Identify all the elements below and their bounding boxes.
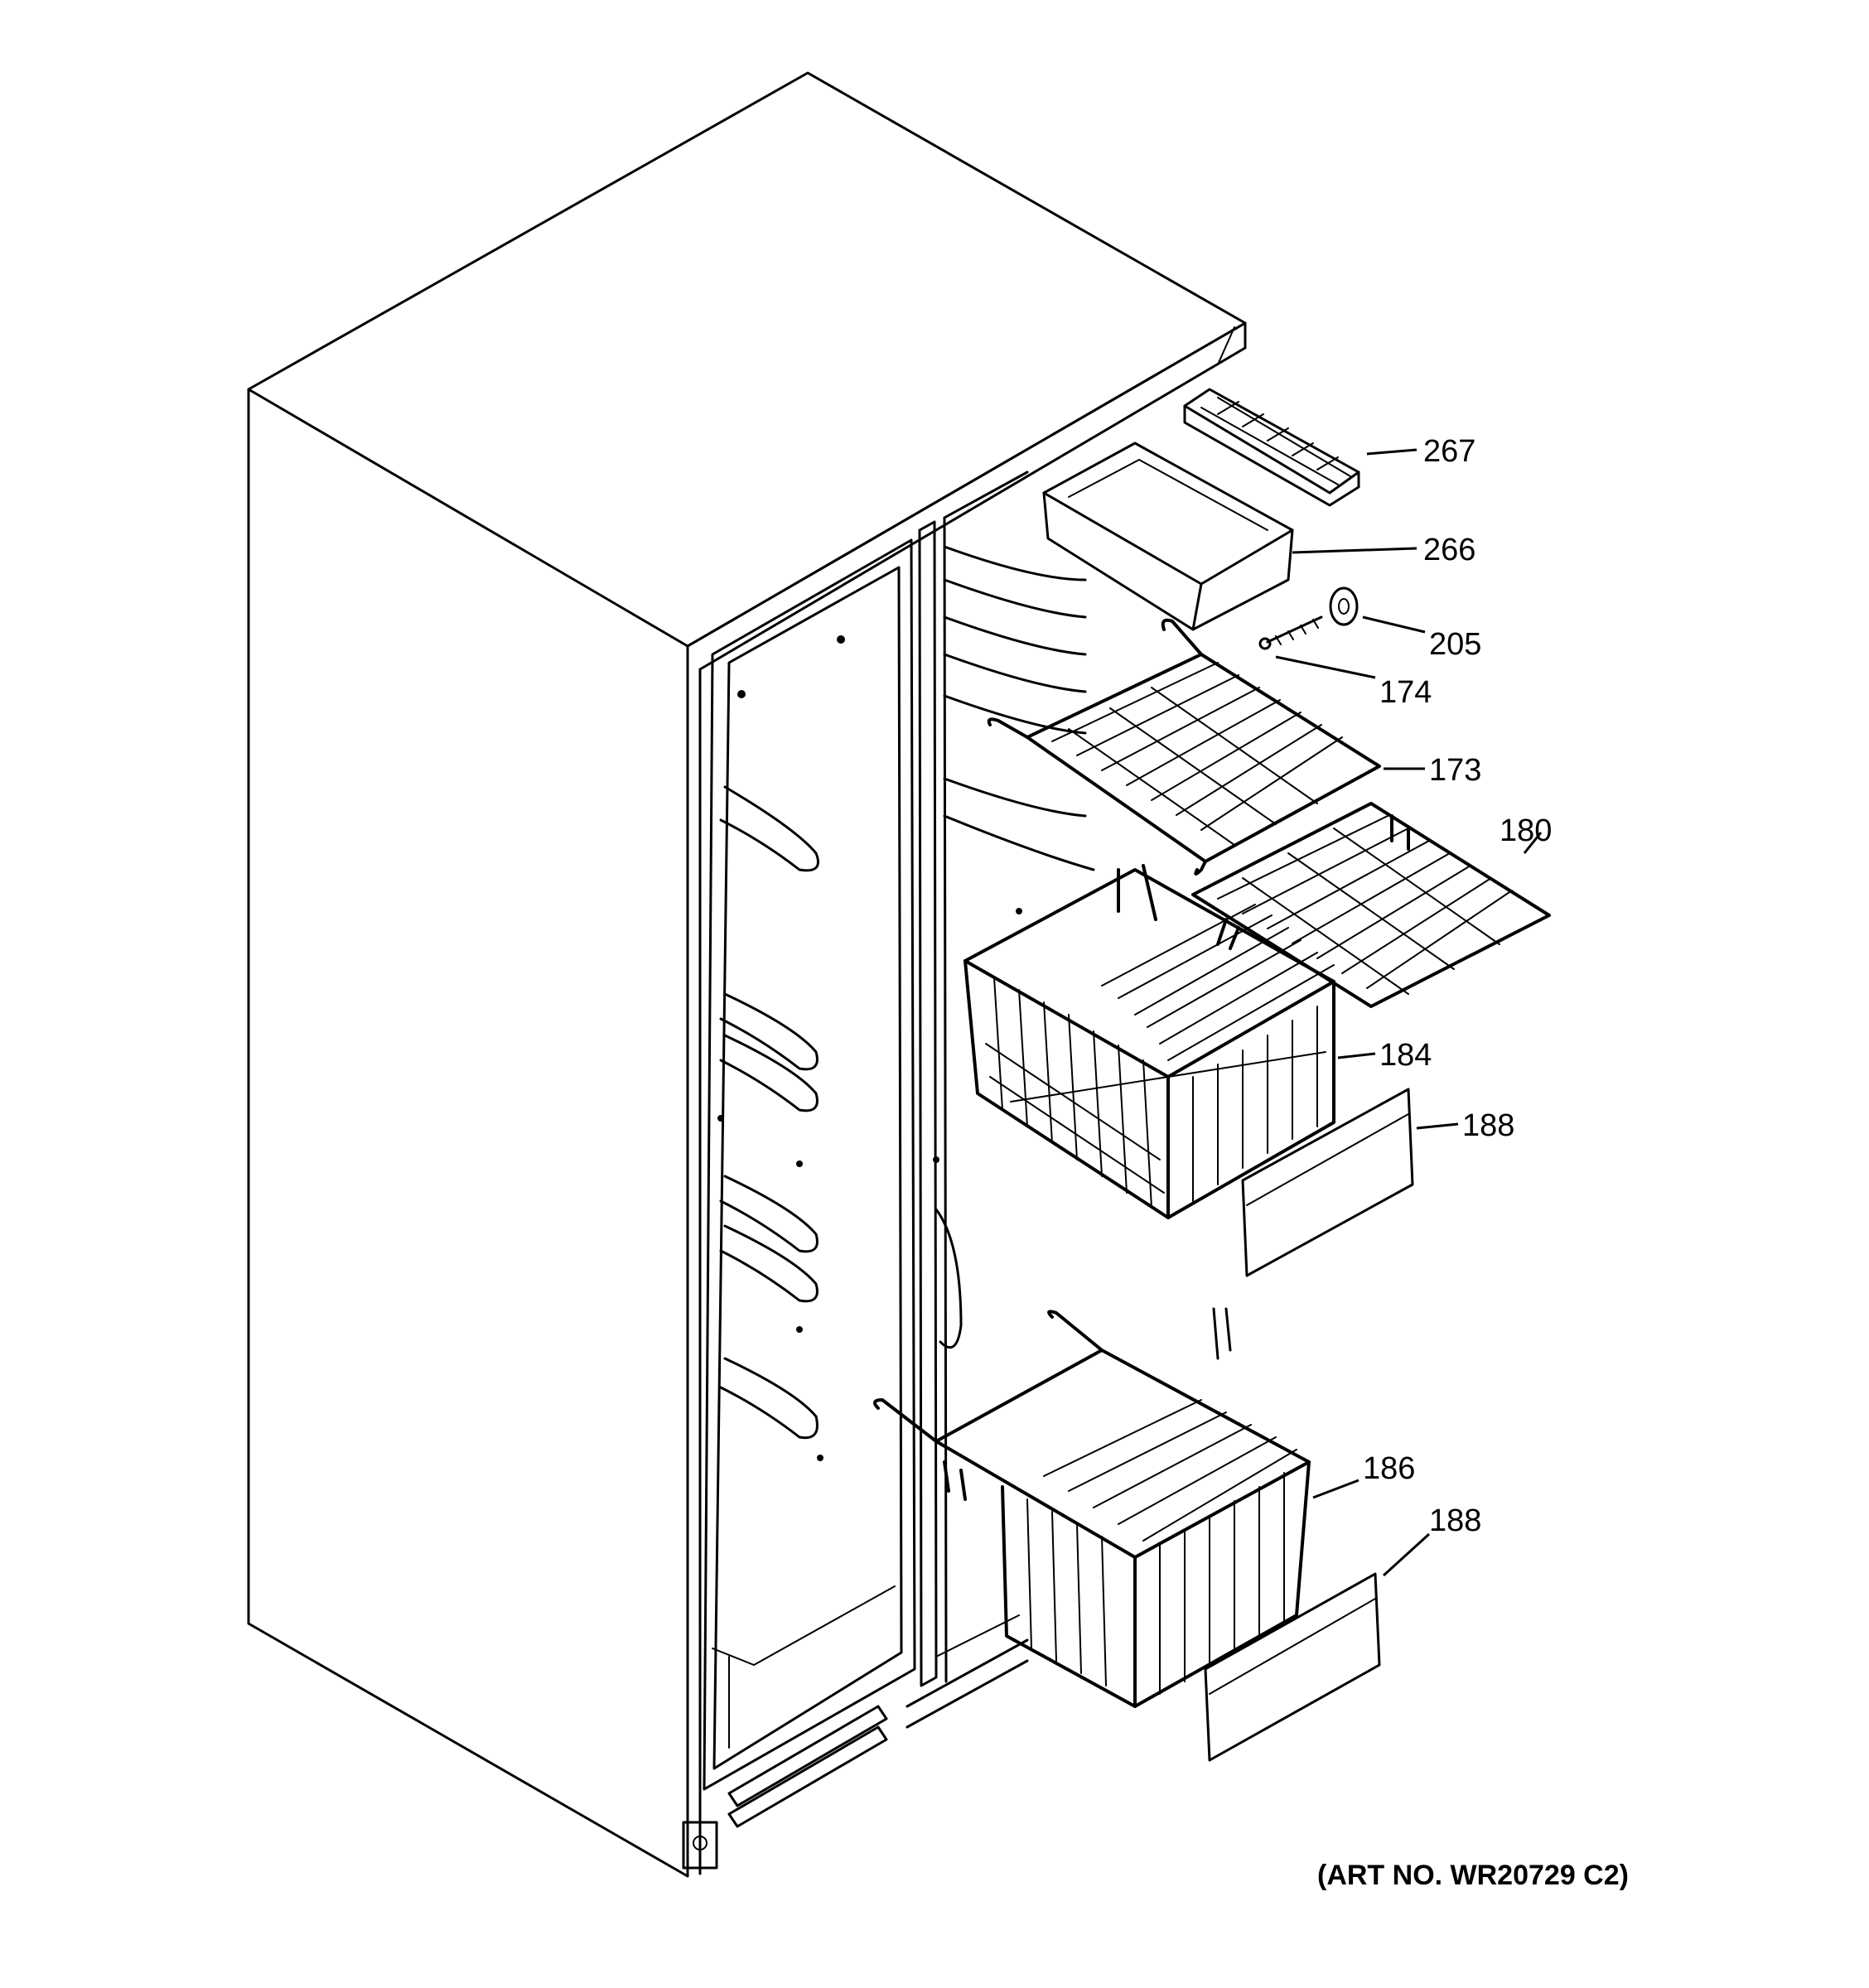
callout-205: 205 xyxy=(1429,627,1481,662)
fresh-food-liner xyxy=(682,538,916,1870)
ice-bucket xyxy=(1042,442,1294,631)
upper-freezer-basket xyxy=(963,864,1335,1219)
callout-267: 267 xyxy=(1423,434,1475,469)
callout-188-upper: 188 xyxy=(1462,1108,1514,1143)
callout-184: 184 xyxy=(1379,1038,1432,1073)
lower-freezer-basket xyxy=(873,1310,1311,1708)
upper-wire-shelf xyxy=(987,618,1381,876)
callout-188-lower: 188 xyxy=(1429,1503,1481,1538)
art-number: (ART NO. WR20729 C2) xyxy=(1317,1860,1629,1891)
lower-wire-shelf xyxy=(1191,802,1551,1008)
refrigerator-cabinet xyxy=(247,71,1247,1878)
lower-drawer-front xyxy=(1204,1572,1381,1762)
callout-186: 186 xyxy=(1363,1451,1415,1486)
screw-and-plug xyxy=(1258,586,1359,650)
callout-266: 266 xyxy=(1423,533,1475,567)
upper-drawer-front xyxy=(1241,1088,1414,1277)
leader-lines xyxy=(1275,448,1543,1577)
callout-180: 180 xyxy=(1500,813,1552,848)
ice-tray xyxy=(1183,388,1360,507)
callout-173: 173 xyxy=(1429,753,1481,788)
callout-174: 174 xyxy=(1379,675,1432,710)
